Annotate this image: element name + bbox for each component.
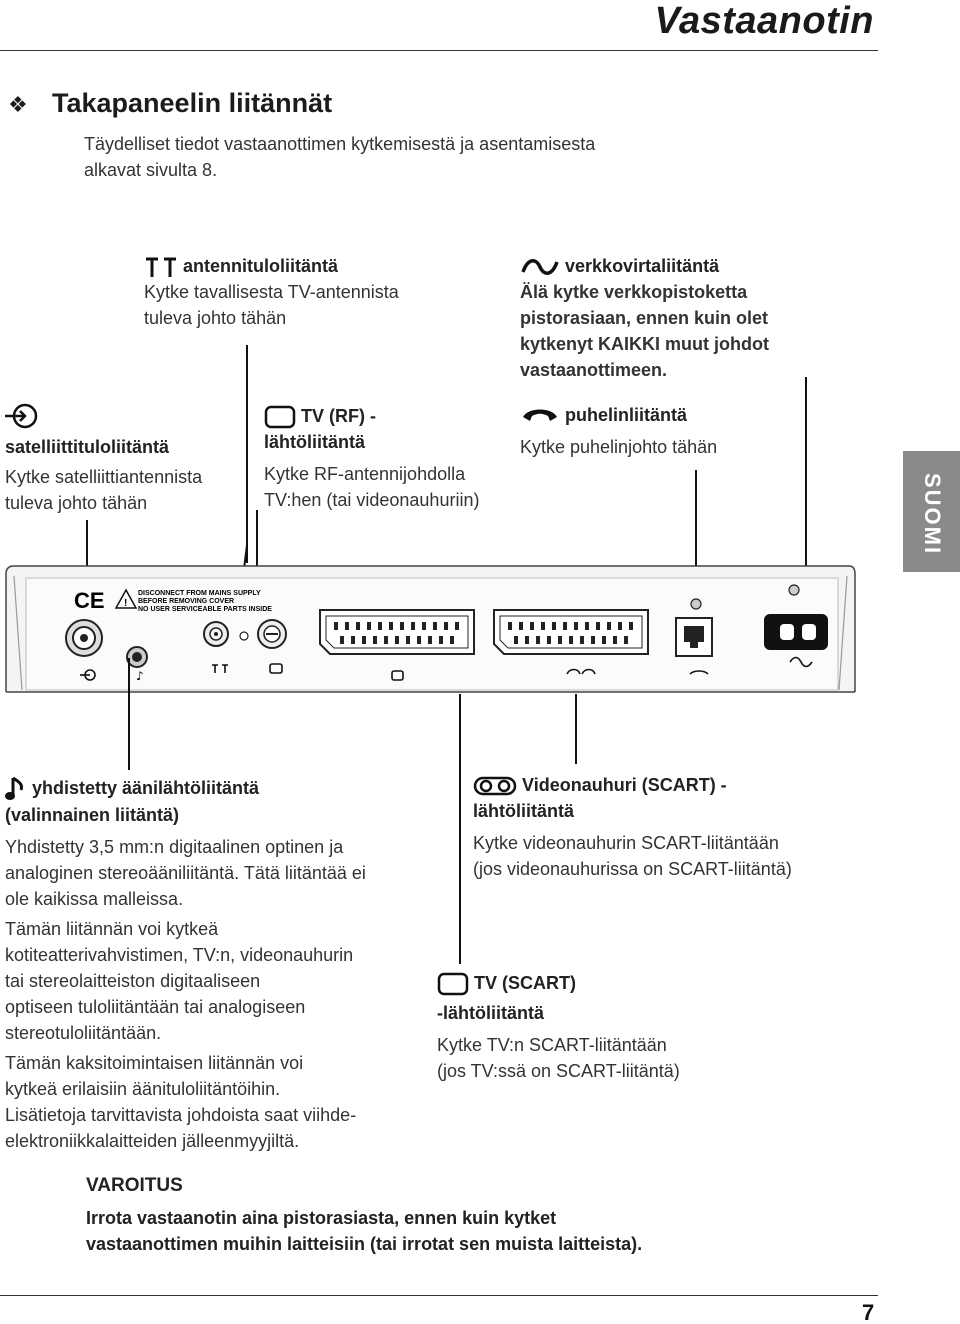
- audio-out-title-2: (valinnainen liitäntä): [5, 805, 180, 826]
- vcr-scart-connector: [493, 609, 649, 655]
- vcr-scart-title: Videonauhuri (SCART) -: [522, 775, 727, 795]
- warning-text-line: vastaanottimen muihin laitteisiin (tai i…: [86, 1234, 643, 1254]
- warning-box: VAROITUS Irrota vastaanotin aina pistora…: [86, 1173, 866, 1257]
- tv-rf-out-title-2: lähtöliitäntä: [264, 432, 366, 453]
- language-tab: SUOMI: [903, 451, 960, 572]
- tv-scart-text-line: (jos TV:ssä on SCART-liitäntä): [437, 1061, 680, 1082]
- section-intro: Täydelliset tiedot vastaanottimen kytkem…: [84, 131, 644, 183]
- svg-text:!: !: [124, 598, 127, 609]
- audio-out-text-line: stereotuloliitäntään.: [5, 1023, 162, 1044]
- phone-label: puhelinliitäntä Kytke puhelinjohto tähän: [520, 402, 717, 460]
- audio-out-text-line: kytkeä erilaisiin äänituloliitäntöihin.: [5, 1079, 281, 1100]
- satellite-in-label: satelliittituloliitäntä Kytke satelliitt…: [5, 402, 202, 516]
- phone-connector: [675, 617, 713, 657]
- chapter-title: Vastaanotin: [654, 0, 874, 42]
- tv-scart-connector: [319, 609, 475, 655]
- audio-out-text-line: Tämän liitännän voi kytkeä: [5, 919, 219, 940]
- leader-line-tv-rf: [256, 510, 258, 595]
- mains-title: verkkovirtaliitäntä: [565, 256, 720, 276]
- page-number: 7: [862, 1300, 875, 1324]
- warning-title: VAROITUS: [86, 1175, 183, 1196]
- tv-rf-out-label: TV (RF) - lähtöliitäntä Kytke RF-antenni…: [264, 403, 479, 513]
- phone-text-line: Kytke puhelinjohto tähän: [520, 437, 718, 457]
- leader-line-mains: [805, 377, 807, 630]
- antenna-in-label: antennituloliitäntä Kytke tavallisesta T…: [144, 253, 399, 331]
- rf-in-connector: [203, 621, 229, 647]
- language-tab-label: SUOMI: [920, 473, 945, 556]
- antenna-in-title: antennituloliitäntä: [183, 256, 339, 276]
- ce-mark: CE: [74, 588, 105, 613]
- audio-out-text-line: elektroniikkalaitteiden jälleenmyyjiltä.: [5, 1131, 300, 1152]
- leader-line-antenna: [246, 345, 248, 563]
- panel-warning-line: DISCONNECT FROM MAINS SUPPLY: [138, 590, 261, 597]
- tv-rf-out-text-line: TV:hen (tai videonauhuriin): [264, 490, 480, 511]
- panel-warning-line: BEFORE REMOVING COVER: [138, 598, 234, 605]
- audio-out-text-line: Yhdistetty 3,5 mm:n digitaalinen optinen…: [5, 837, 344, 858]
- leader-line-audio: [128, 658, 130, 770]
- audio-out-text-line: ole kaikissa malleissa.: [5, 889, 184, 910]
- audio-out-text-line: tai stereolaitteiston digitaaliseen: [5, 971, 261, 992]
- mains-text-line: Älä kytke verkkopistoketta: [520, 282, 748, 302]
- audio-jack-connector: [126, 646, 148, 668]
- mains-text-line: vastaanottimeen.: [520, 360, 668, 380]
- leader-line-phone: [695, 470, 697, 600]
- tv-icon: [437, 973, 469, 996]
- audio-out-title: yhdistetty äänilähtöliitäntä: [32, 778, 260, 798]
- diamond-bullet-icon: ❖: [8, 92, 28, 117]
- section-title: Takapaneelin liitännät: [52, 88, 333, 118]
- antenna-in-text-line: tuleva johto tähän: [144, 308, 287, 328]
- antenna-icon: [146, 257, 176, 278]
- antenna-in-text-line: Kytke tavallisesta TV-antennista: [144, 282, 399, 302]
- mains-label: verkkovirtaliitäntä Älä kytke verkkopist…: [520, 253, 769, 383]
- intro-line: alkavat sivulta 8.: [84, 160, 218, 180]
- audio-out-text-line: Tämän kaksitoimintaisen liitännän voi: [5, 1053, 304, 1074]
- tv-scart-text-line: Kytke TV:n SCART-liitäntään: [437, 1035, 667, 1056]
- vcr-icon: [473, 777, 517, 796]
- audio-out-text-line: Lisätietoja tarvittavista johdoista saat…: [5, 1105, 357, 1126]
- audio-out-text-line: optiseen tuloliitäntään tai analogiseen: [5, 997, 306, 1018]
- tv-scart-label: TV (SCART) -lähtöliitäntä Kytke TV:n SCA…: [437, 970, 680, 1084]
- vcr-scart-text-line: (jos videonauhurissa on SCART-liitäntä): [473, 859, 792, 879]
- vcr-scart-label: Videonauhuri (SCART) - lähtöliitäntä Kyt…: [473, 772, 792, 882]
- audio-out-label: yhdistetty äänilähtöliitäntä (valinnaine…: [5, 775, 425, 1154]
- back-panel-illustration: CE ! DISCONNECT FROM MAINS SUPPLY BEFORE…: [5, 565, 856, 693]
- audio-out-text-line: kotiteatterivahvistimen, TV:n, videonauh…: [5, 945, 354, 966]
- satellite-icon: [5, 403, 38, 429]
- music-note-icon: [5, 777, 23, 801]
- mains-ac-icon: [521, 259, 559, 276]
- rf-out-connector: [257, 619, 287, 649]
- intro-line: Täydelliset tiedot vastaanottimen kytkem…: [84, 134, 596, 154]
- vcr-scart-text-line: Kytke videonauhurin SCART-liitäntään: [473, 833, 779, 853]
- leader-line-tv-scart: [459, 694, 461, 964]
- svg-text:♪: ♪: [136, 669, 144, 683]
- tv-icon: [264, 406, 296, 429]
- footer-rule: [0, 1295, 878, 1296]
- mains-connector: [764, 614, 828, 650]
- satellite-in-text-line: Kytke satelliittiantennista: [5, 467, 203, 487]
- phone-icon: [523, 409, 557, 422]
- tv-scart-title: TV (SCART): [474, 973, 577, 993]
- tv-rf-out-text-line: Kytke RF-antennijohdolla: [264, 464, 466, 485]
- leader-line-vcr-scart: [575, 694, 577, 764]
- tv-rf-out-title: TV (RF) -: [301, 406, 376, 426]
- mains-text-line: kytkenyt KAIKKI muut johdot: [520, 334, 770, 354]
- header-rule: [0, 50, 878, 51]
- mains-text-line: pistorasiaan, ennen kuin olet: [520, 308, 769, 328]
- satellite-in-text-line: tuleva johto tähän: [5, 493, 148, 513]
- audio-out-text-line: analoginen stereoääniliitäntä. Tätä liit…: [5, 863, 366, 884]
- warning-text-line: Irrota vastaanotin aina pistorasiasta, e…: [86, 1208, 557, 1228]
- vcr-scart-title-2: lähtöliitäntä: [473, 801, 575, 821]
- panel-warning-line: NO USER SERVICEABLE PARTS INSIDE: [138, 606, 272, 613]
- tv-scart-title-2: -lähtöliitäntä: [437, 1003, 544, 1024]
- satellite-connector: [65, 619, 103, 657]
- satellite-in-title: satelliittituloliitäntä: [5, 437, 170, 457]
- phone-title: puhelinliitäntä: [565, 405, 688, 425]
- leader-line-satellite: [86, 520, 88, 602]
